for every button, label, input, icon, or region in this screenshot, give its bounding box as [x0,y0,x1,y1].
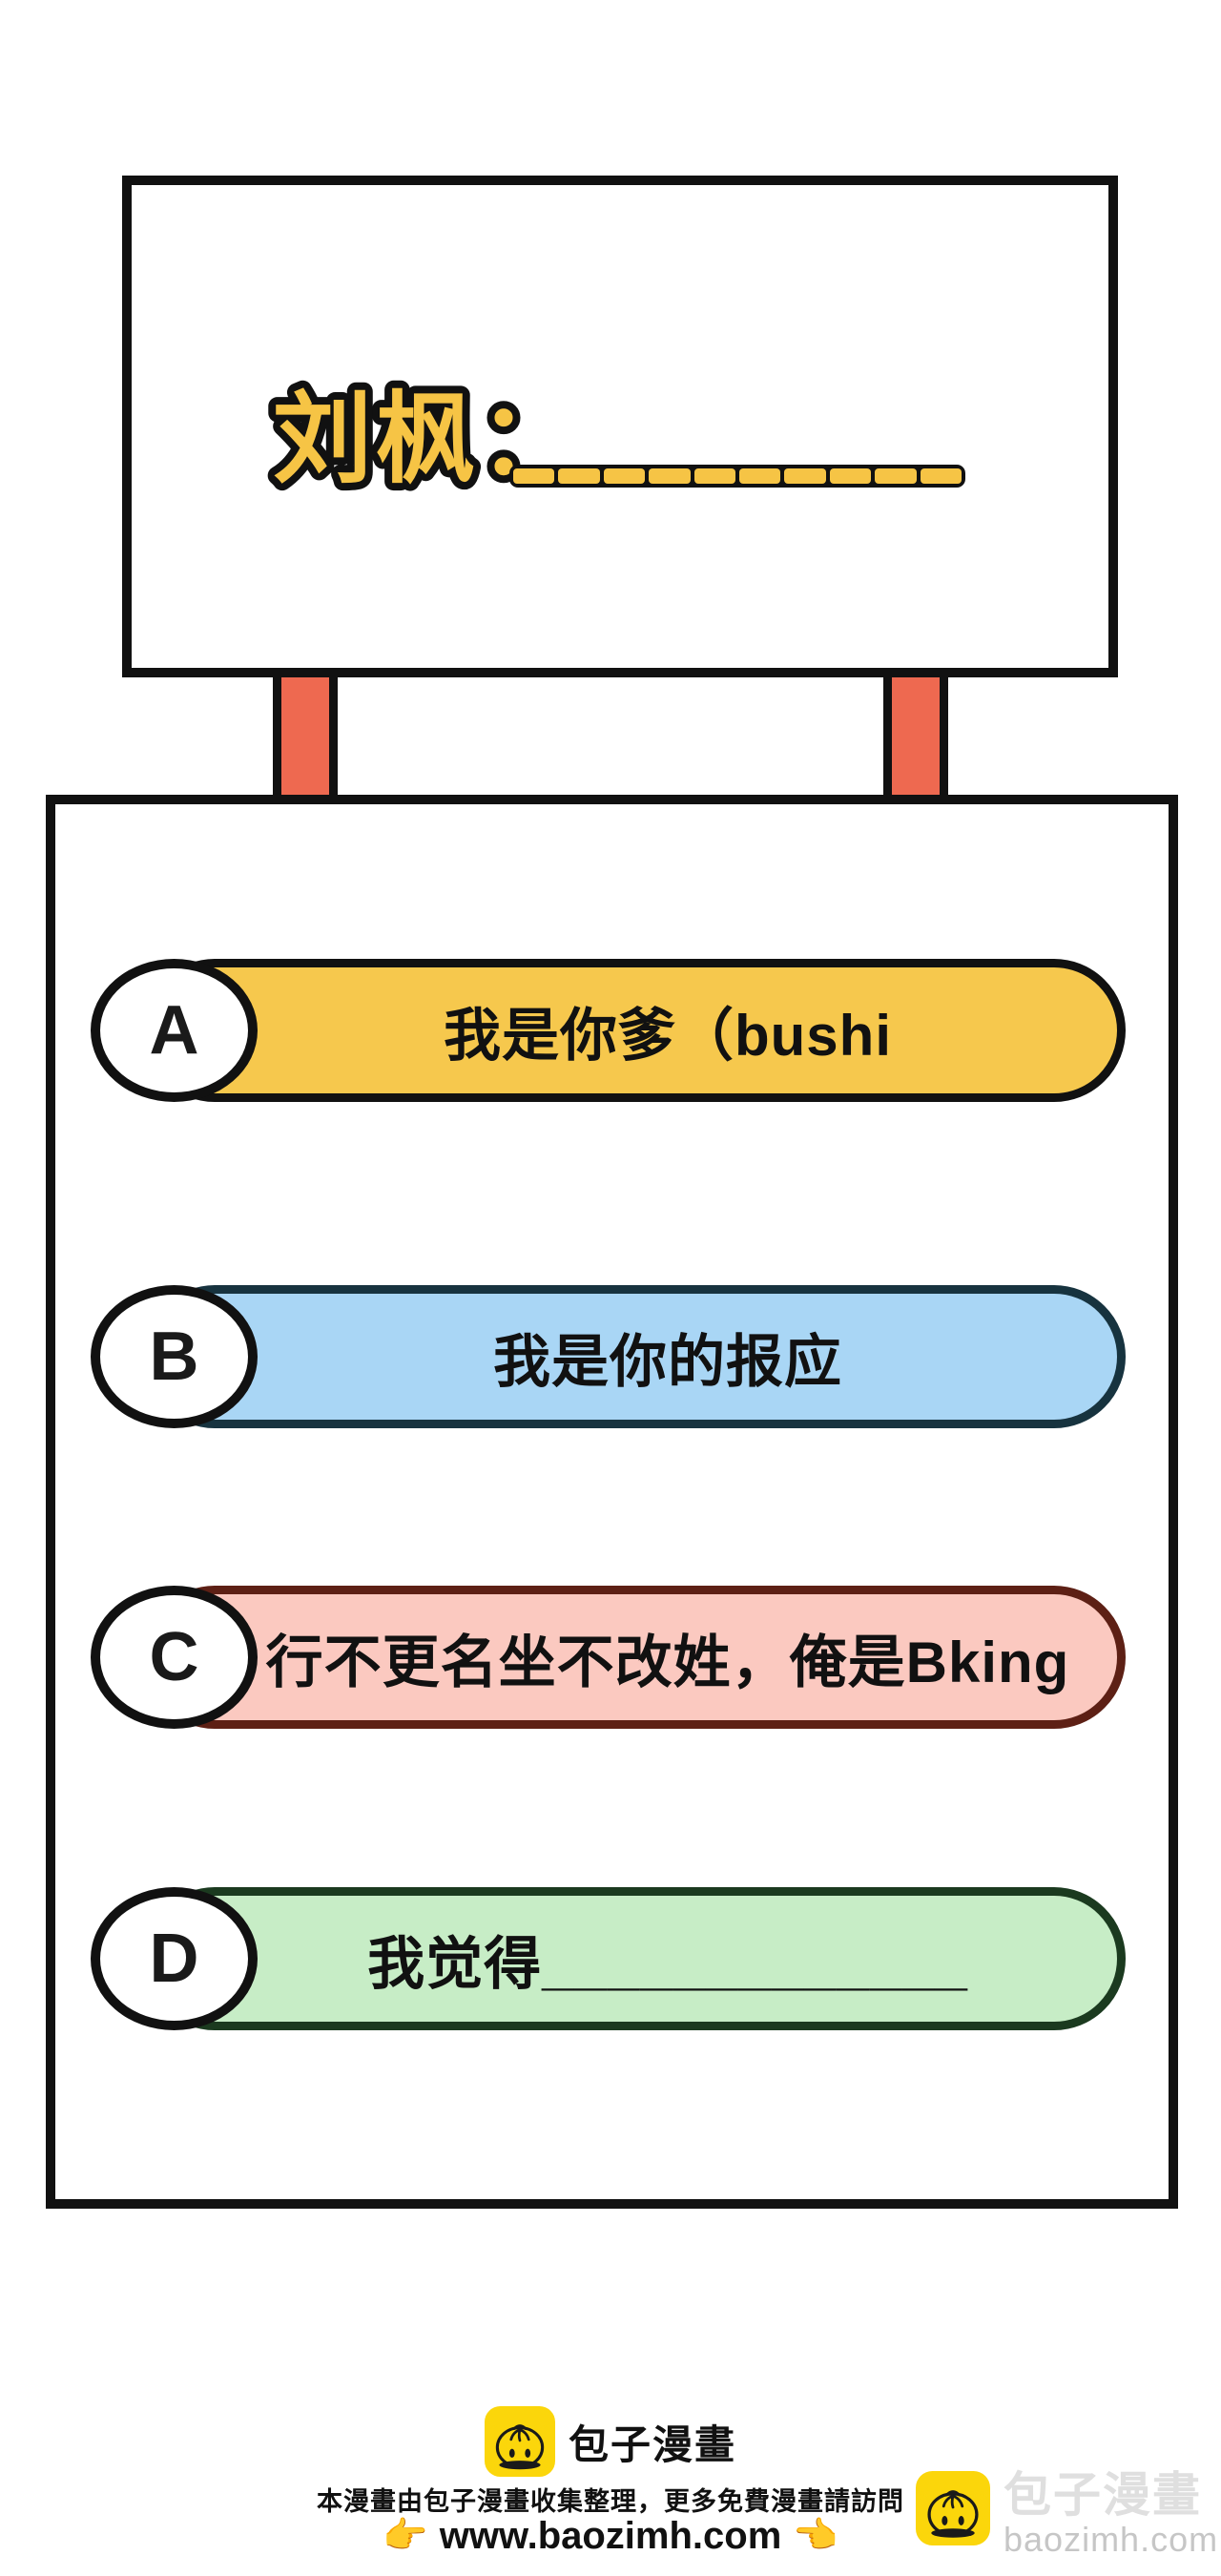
baozi-logo-icon [484,2406,555,2477]
answer-blank-line [509,465,965,488]
option-c-letter: C [149,1619,199,1695]
option-c[interactable]: 行不更名坐不改姓，俺是Bking C [91,1586,1126,1729]
blank-dash-segment [558,468,600,484]
footer-brand-name: 包子漫畫 [568,2421,736,2467]
blank-dash-segment [875,468,917,484]
option-d-text: 我觉得_____________ [367,1931,968,1996]
option-d-letter-badge: D [91,1887,258,2030]
blank-dash-segment [829,468,872,484]
option-c-pill-body: 行不更名坐不改姓，俺是Bking [143,1586,1126,1729]
blank-dash-segment [603,468,646,484]
footer-url-link[interactable]: www.baozimh.com [439,2514,782,2557]
watermark-brand-name: 包子漫畫 [1004,2468,1202,2522]
footer-url-row: 👉 www.baozimh.com 👈 [0,2511,1221,2561]
blank-dash-segment [784,468,826,484]
option-a[interactable]: 我是你爹（bushi A [91,959,1126,1102]
option-b-letter-badge: B [91,1285,258,1428]
option-d-letter: D [149,1921,199,1997]
speaker-name-graphic: 刘枫： [265,377,586,503]
blank-dash-segment [513,468,555,484]
watermark-domain: baozimh.com [1004,2520,1219,2559]
option-a-letter: A [149,992,199,1069]
blank-dash-segment [649,468,691,484]
option-a-pill-body: 我是你爹（bushi [143,959,1126,1102]
option-c-letter-badge: C [91,1586,258,1729]
option-a-text: 我是你爹（bushi [444,1003,892,1068]
option-a-letter-badge: A [91,959,258,1102]
blank-dash-segment [920,468,962,484]
option-d-pill-body: 我觉得_____________ [143,1887,1126,2030]
option-b-letter: B [149,1319,199,1395]
option-b-pill-body: 我是你的报应 [143,1285,1126,1428]
question-sign-board: 刘枫： [122,176,1118,677]
blank-dash-segment [693,468,736,484]
blank-dash-segment [739,468,781,484]
sign-post-right [883,668,948,804]
footer-brand-row: 包子漫畫 [0,2404,1221,2479]
point-left-hand-icon: 👈 [793,2516,838,2556]
option-c-text: 行不更名坐不改姓，俺是Bking [265,1630,1070,1694]
site-watermark: 包子漫畫 baozimh.com [916,2471,1217,2557]
point-right-hand-icon: 👉 [383,2516,428,2556]
baozi-logo-icon [916,2471,990,2545]
speaker-name-text: 刘枫： [273,384,582,495]
option-b[interactable]: 我是你的报应 B [91,1285,1126,1428]
option-b-text: 我是你的报应 [493,1329,842,1394]
option-d[interactable]: 我觉得_____________ D [91,1887,1126,2030]
sign-post-left [273,668,338,804]
footer-info-text: 本漫畫由包子漫畫收集整理，更多免費漫畫請訪問 [317,2487,904,2516]
